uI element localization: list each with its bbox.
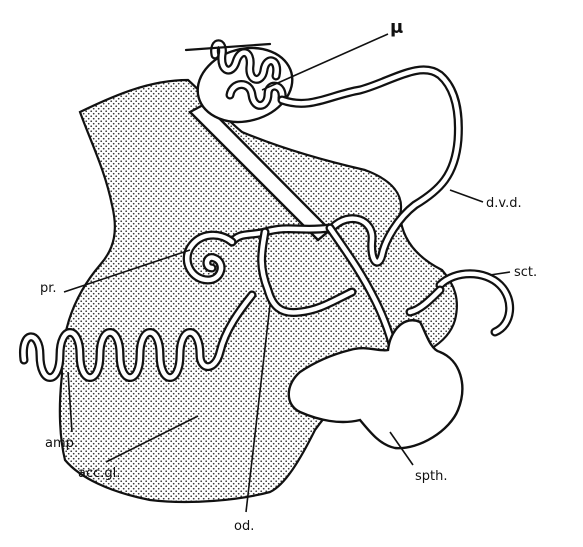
label-spth: spth. <box>415 469 448 484</box>
label-dvd: d.v.d. <box>486 196 522 211</box>
label-sct: sct. <box>514 265 537 280</box>
label-pr: pr. <box>40 281 57 296</box>
label-od: od. <box>234 519 254 534</box>
label-mu: μ <box>390 17 403 38</box>
label-acc-gl: acc.gl. <box>78 466 120 481</box>
label-amp: amp. <box>45 436 78 451</box>
